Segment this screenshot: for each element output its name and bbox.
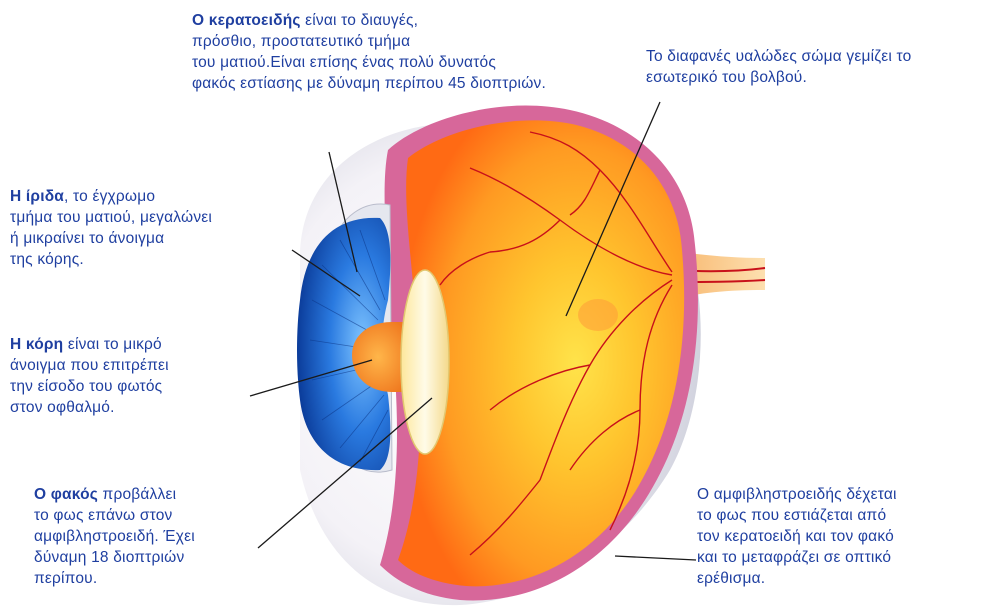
- lens-line2: το φως επάνω στον: [34, 505, 195, 526]
- lens-line5: περίπου.: [34, 568, 195, 589]
- pupil-line1: είναι το μικρό: [63, 336, 162, 353]
- iris-line4: της κόρης.: [10, 249, 212, 270]
- vitreous-line1: Το διαφανές υαλώδες σώμα γεμίζει το: [646, 46, 911, 67]
- iris-term: Η ίριδα: [10, 188, 64, 205]
- retina-line1: Ο αμφιβληστροειδής δέχεται: [697, 484, 897, 505]
- vitreous-line2: εσωτερικό του βολβού.: [646, 67, 911, 88]
- retina-line4: και το μεταφράζει σε οπτικό: [697, 547, 897, 568]
- label-retina: Ο αμφιβληστροειδής δέχεται το φως που εσ…: [697, 484, 897, 589]
- pupil-line4: στον οφθαλμό.: [10, 397, 169, 418]
- label-iris: Η ίριδα, το έγχρωμο τμήμα του ματιού, με…: [10, 186, 212, 270]
- label-cornea: Ο κερατοειδής είναι το διαυγές, πρόσθιο,…: [192, 10, 546, 94]
- lens-line3: αμφιβληστροειδή. Έχει: [34, 526, 195, 547]
- cornea-line2: πρόσθιο, προστατευτικό τμήμα: [192, 31, 546, 52]
- cornea-line3: του ματιού.Είναι επίσης ένας πολύ δυνατό…: [192, 52, 546, 73]
- lens: [401, 270, 449, 454]
- iris-line1: , το έγχρωμο: [64, 188, 155, 205]
- iris-line3: ή μικραίνει το άνοιγμα: [10, 228, 212, 249]
- lens-term: Ο φακός: [34, 486, 98, 503]
- cornea-term: Ο κερατοειδής: [192, 12, 301, 29]
- retina-line3: τον κερατοειδή και τον φακό: [697, 526, 897, 547]
- macula: [578, 299, 618, 331]
- label-lens: Ο φακός προβάλλει το φως επάνω στον αμφι…: [34, 484, 195, 589]
- lens-line4: δύναμη 18 διοπτριών: [34, 547, 195, 568]
- label-vitreous: Το διαφανές υαλώδες σώμα γεμίζει το εσωτ…: [646, 46, 911, 88]
- cornea-line1: είναι το διαυγές,: [301, 12, 419, 29]
- retina-line2: το φως που εστιάζεται από: [697, 505, 897, 526]
- retina-line5: ερέθισμα.: [697, 568, 897, 589]
- pupil-line3: την είσοδο του φωτός: [10, 376, 169, 397]
- label-pupil: Η κόρη είναι το μικρό άνοιγμα που επιτρέ…: [10, 334, 169, 418]
- lens-line1: προβάλλει: [98, 486, 176, 503]
- pupil-term: Η κόρη: [10, 336, 63, 353]
- pupil-line2: άνοιγμα που επιτρέπει: [10, 355, 169, 376]
- iris-line2: τμήμα του ματιού, μεγαλώνει: [10, 207, 212, 228]
- leader-retina: [615, 556, 696, 560]
- cornea-line4: φακός εστίασης με δύναμη περίπου 45 διοπ…: [192, 73, 546, 94]
